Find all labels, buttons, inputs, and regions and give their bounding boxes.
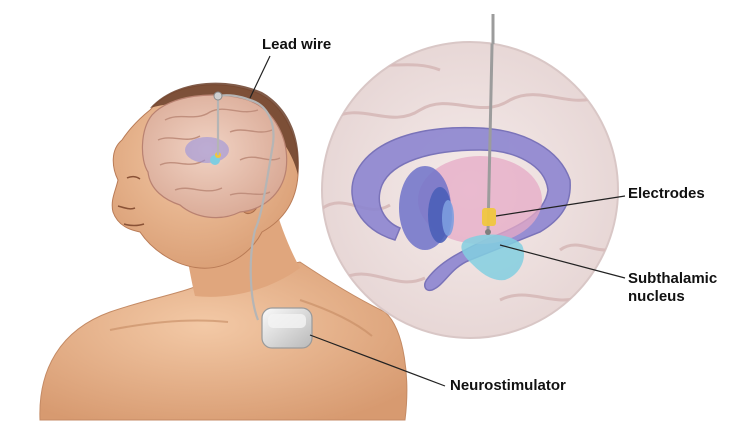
- electrode-contacts: [482, 208, 496, 226]
- electrodes-label: Electrodes: [628, 185, 705, 202]
- zoom-lead-wire: [486, 42, 495, 233]
- electrode-tip: [485, 229, 491, 235]
- ventricle: [351, 126, 571, 292]
- leader-electrodes: [495, 195, 626, 217]
- pallidus-inner: [442, 200, 454, 236]
- lead-wire-label: Lead wire: [262, 36, 332, 53]
- burr-hole-cap: [213, 91, 223, 101]
- clavicle-shading: [109, 299, 373, 337]
- neurostimulator-label: Neurostimulator: [450, 377, 566, 394]
- neurostimulator-device: [261, 307, 313, 349]
- subthalamic-nucleus-label: Subthalamic nucleus: [628, 270, 718, 305]
- zoom-inset: [321, 41, 619, 339]
- leader-subthalamic-nucleus: [499, 244, 626, 279]
- face-features: [117, 175, 145, 227]
- leader-lead-wire: [249, 55, 271, 99]
- brain-ventricle-small: [185, 137, 229, 163]
- lead-wire: [216, 94, 275, 321]
- brain-folds: [157, 108, 281, 196]
- subthalamic-nucleus: [461, 234, 525, 281]
- leader-neurostimulator: [309, 334, 446, 387]
